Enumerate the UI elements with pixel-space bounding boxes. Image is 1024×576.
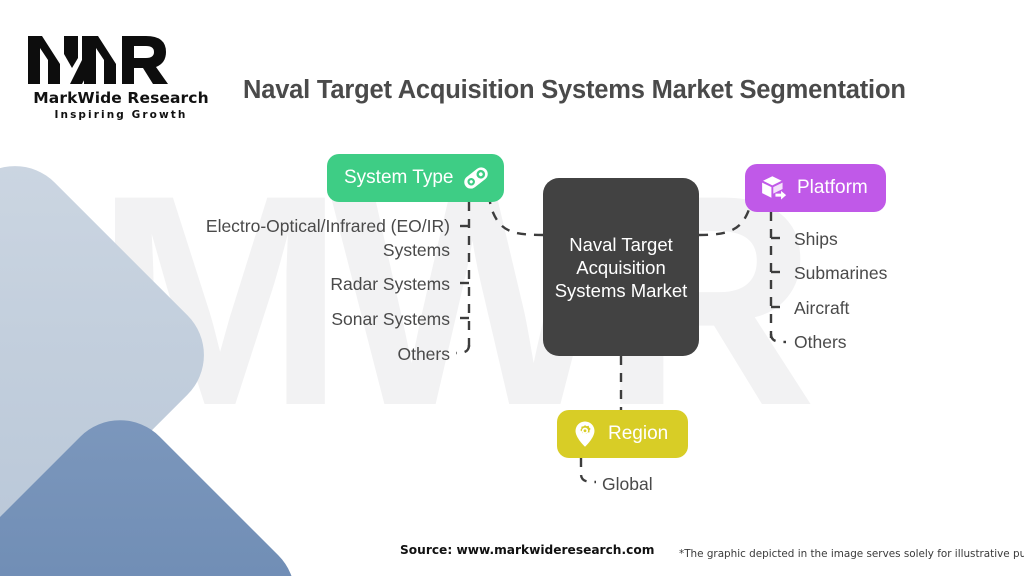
center-node-label: Naval Target Acquisition Systems Market <box>554 233 688 301</box>
branch-label-system-type: System Type <box>344 167 454 188</box>
branch-label-region: Region <box>608 423 669 444</box>
leaf-platform-1: Submarines <box>794 263 888 283</box>
leaf-platform-0: Ships <box>794 229 838 249</box>
roller-chain-icon <box>461 163 491 193</box>
leaf-platform-3: Others <box>794 332 847 352</box>
leaf-system-type-1: Radar Systems <box>330 274 450 294</box>
brand-tagline: Inspiring Growth <box>54 109 188 121</box>
wire-leaf-global <box>579 458 597 484</box>
decor-square-dark <box>0 397 318 576</box>
branch-badge-region[interactable]: Region <box>557 410 689 458</box>
brand-name: MarkWide Research <box>33 89 209 107</box>
branch-badge-platform[interactable]: Platform <box>745 164 886 212</box>
center-node[interactable]: Naval Target Acquisition Systems Market <box>543 178 699 356</box>
leaf-system-type-2: Sonar Systems <box>331 309 450 329</box>
leaf-system-type-3: Others <box>397 344 450 364</box>
map-pin-gear-icon <box>570 419 600 449</box>
mwr-logo-mark <box>28 36 168 84</box>
page-title: Naval Target Acquisition Systems Market … <box>243 76 906 104</box>
disclaimer-note: *The graphic depicted in the image serve… <box>679 548 1024 560</box>
leaf-region-0: Global <box>602 474 653 494</box>
leaf-platform-2: Aircraft <box>794 298 850 318</box>
leaf-system-type-0: Electro-Optical/Infrared (EO/IR) Systems <box>205 216 450 260</box>
branch-label-platform: Platform <box>797 177 868 198</box>
branch-badge-system-type[interactable]: System Type <box>327 154 505 202</box>
wire-leaf-sys-others <box>455 344 471 355</box>
wire-center-platform <box>698 186 753 237</box>
wire-leaf-plat-others <box>769 333 787 344</box>
source-credit: Source: www.markwideresearch.com <box>400 543 655 557</box>
brand-logo: MarkWide Research Inspiring Growth <box>26 30 216 121</box>
package-export-icon <box>758 173 788 203</box>
